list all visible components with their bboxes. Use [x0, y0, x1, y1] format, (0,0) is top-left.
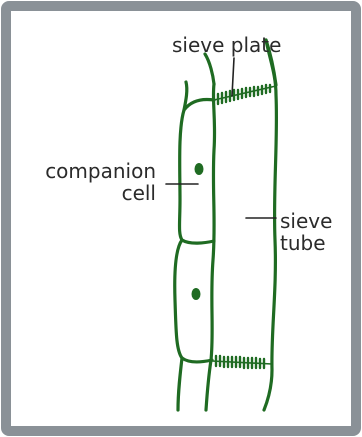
label-sieve-plate: sieve plate [172, 34, 281, 56]
label-sieve-tube-line1: sieve [280, 210, 332, 232]
label-companion-cell: companion cell [36, 160, 156, 204]
nucleus-upper [195, 163, 204, 175]
label-companion-cell-line1: companion [36, 160, 156, 182]
label-companion-cell-line2: cell [36, 182, 156, 204]
label-sieve-tube-line2: tube [280, 232, 332, 254]
nucleus-lower [192, 288, 201, 300]
label-sieve-tube: sieve tube [280, 210, 332, 254]
